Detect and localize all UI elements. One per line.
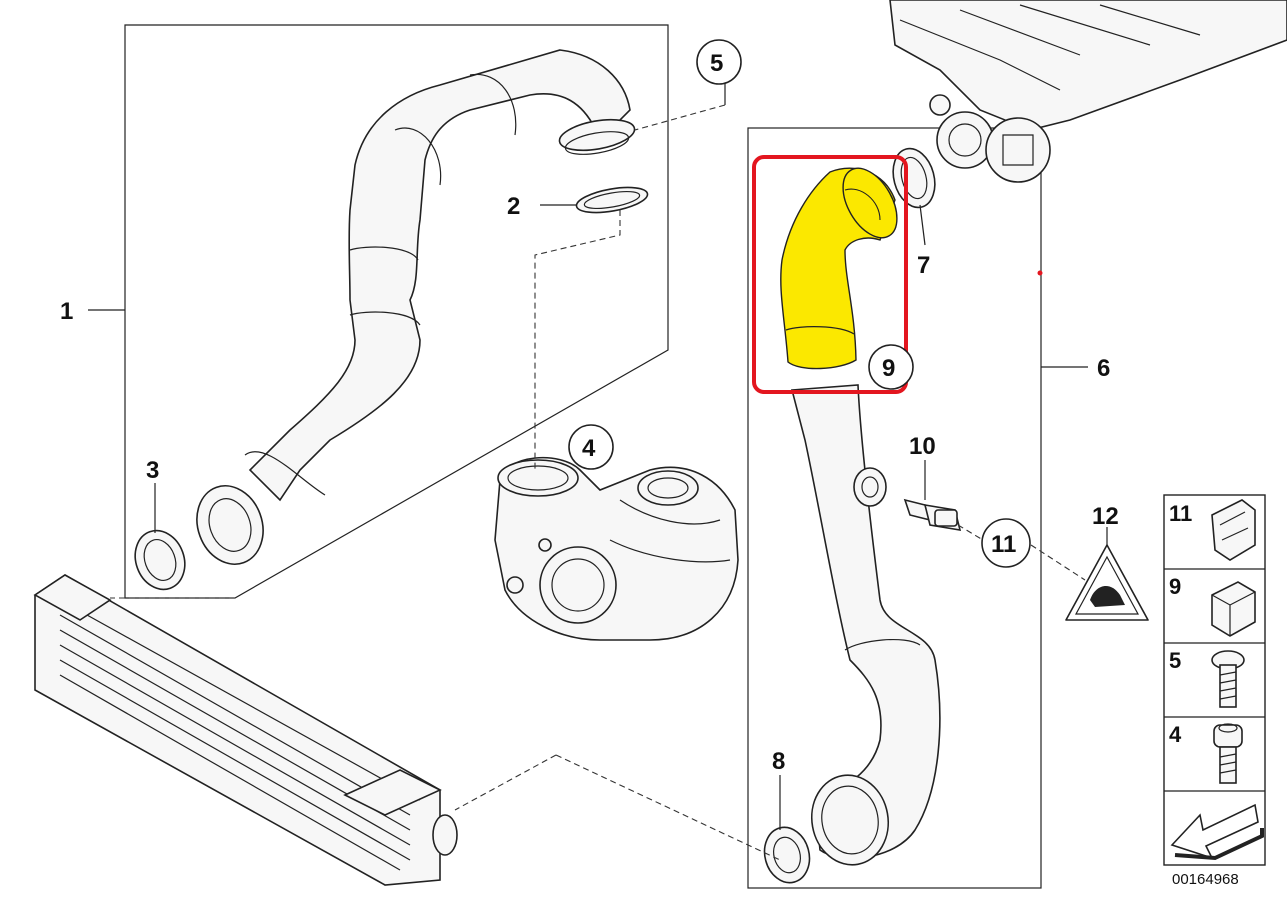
hex-bolt-icon xyxy=(1211,650,1245,708)
document-number: 00164968 xyxy=(1172,871,1239,888)
callout-5: 5 xyxy=(710,50,723,77)
seal-ring-3 xyxy=(134,529,186,591)
callout-circle-9 xyxy=(868,344,914,390)
callout-circle-4 xyxy=(568,424,614,470)
assembly-lines xyxy=(110,210,781,861)
callout-12: 12 xyxy=(1092,503,1119,530)
callout-2: 2 xyxy=(507,193,520,220)
socket-bolt-icon xyxy=(1213,723,1243,784)
callout-3: 3 xyxy=(146,457,159,484)
warning-label-12 xyxy=(1065,544,1149,621)
bracket-clip-icon xyxy=(1211,581,1256,637)
legend-label-9: 9 xyxy=(1169,574,1181,599)
callout-6: 6 xyxy=(1097,355,1110,382)
red-dot-marker xyxy=(1037,270,1043,276)
legend-label-11: 11 xyxy=(1169,501,1192,526)
legend-panel: 11 9 5 4 xyxy=(1163,494,1266,866)
callout-7: 7 xyxy=(917,252,930,279)
charge-air-hose-1 xyxy=(196,49,636,565)
highlight-box xyxy=(752,155,908,394)
legend-label-5: 5 xyxy=(1169,648,1181,673)
grommet-10 xyxy=(853,467,887,507)
group-frame-1 xyxy=(124,24,669,599)
callout-9: 9 xyxy=(882,355,895,382)
callout-11: 11 xyxy=(991,531,1016,558)
callout-8: 8 xyxy=(772,748,785,775)
hose-section-9-highlighted xyxy=(752,155,908,394)
direction-arrow-icon xyxy=(1170,803,1264,861)
seal-ring-7 xyxy=(892,147,936,209)
callout-1: 1 xyxy=(60,298,73,325)
callout-circle-11 xyxy=(981,518,1031,568)
callout-4: 4 xyxy=(582,435,596,462)
leader-lines xyxy=(88,83,1108,830)
turbocharger-4 xyxy=(494,456,739,641)
charge-air-hose-6 xyxy=(790,384,941,866)
seal-ring-8 xyxy=(763,826,811,884)
callout-10: 10 xyxy=(909,433,936,460)
intercooler xyxy=(33,574,458,886)
callout-circle-5 xyxy=(696,39,742,85)
temperature-sensor-11 xyxy=(903,498,962,531)
engine-intake-manifold xyxy=(889,0,1287,183)
clip-icon xyxy=(1211,499,1256,561)
group-frame-6 xyxy=(747,127,1042,889)
legend-label-4: 4 xyxy=(1169,722,1182,747)
o-ring-2 xyxy=(575,186,649,214)
